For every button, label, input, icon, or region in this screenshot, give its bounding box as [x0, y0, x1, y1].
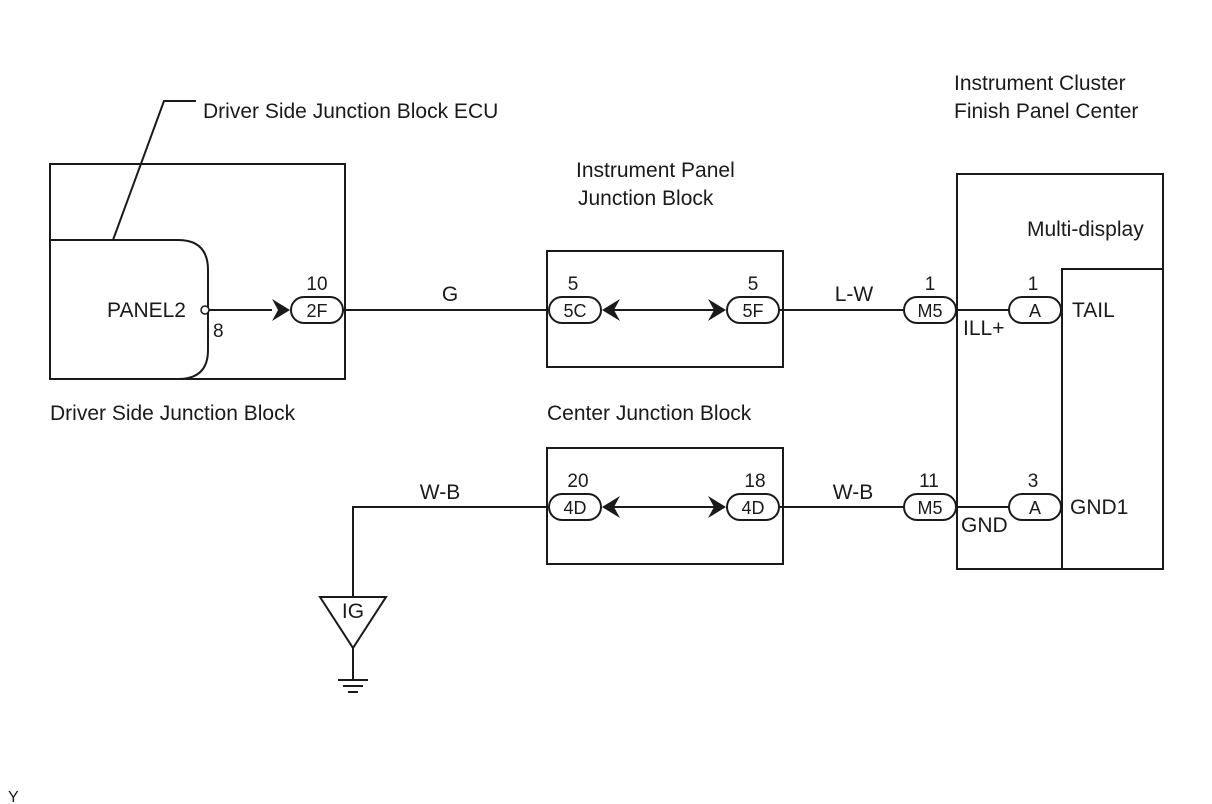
connector-a-top-code: A — [1029, 301, 1041, 321]
panel2-terminal-label: PANEL2 — [107, 299, 186, 322]
connector-a-bottom — [1008, 493, 1062, 521]
wire-wb-left — [352, 506, 549, 597]
ill-plus-label: ILL+ — [963, 317, 1004, 340]
connector-5f-code: 5F — [742, 301, 763, 321]
ecu-leader-line — [112, 100, 196, 241]
driver-jb-label: Driver Side Junction Block — [50, 402, 296, 425]
center-jb-label: Center Junction Block — [547, 402, 752, 425]
connector-arrow-icon — [708, 299, 726, 321]
ecu-label: Driver Side Junction Block ECU — [203, 100, 498, 123]
connector-arrow-icon — [602, 496, 620, 518]
panel2-pin-number: 8 — [213, 321, 224, 342]
connector-m5-bottom-pin: 11 — [919, 471, 939, 492]
wire-lw-label: L-W — [835, 283, 874, 306]
connector-5c — [548, 296, 602, 324]
cluster-label-line1: Instrument Cluster — [954, 72, 1126, 95]
connector-m5-top-pin: 1 — [925, 274, 936, 295]
connector-a-top — [1008, 296, 1062, 324]
tail-label: TAIL — [1072, 299, 1115, 322]
center-junction-block: Center Junction Block 4D 20 4D 18 — [546, 402, 784, 565]
connector-arrow-icon — [708, 496, 726, 518]
gnd1-label: GND1 — [1070, 496, 1128, 519]
ip-jb-label-line1: Instrument Panel — [576, 159, 735, 182]
connector-5c-code: 5C — [563, 301, 586, 321]
instrument-panel-junction-block: Instrument Panel Junction Block 5C 5 5F … — [546, 159, 784, 368]
ip-jb-label-line2: Junction Block — [578, 187, 714, 210]
driver-side-junction-block: Driver Side Junction Block ECU PANEL2 8 … — [49, 100, 498, 425]
connector-2f-code: 2F — [306, 301, 327, 321]
terminal-dot — [200, 305, 210, 315]
connector-4d-right-code: 4D — [741, 498, 764, 518]
wire-wb-right-label: W-B — [833, 481, 873, 504]
connector-a-bottom-code: A — [1029, 498, 1041, 518]
connector-4d-left-pin: 20 — [567, 471, 588, 492]
connector-m5-top-code: M5 — [917, 301, 942, 321]
connector-5c-pin: 5 — [568, 274, 579, 295]
cluster-label-line2: Finish Panel Center — [954, 100, 1138, 123]
connector-arrow-icon — [272, 299, 290, 321]
connector-2f-pin: 10 — [306, 274, 327, 295]
connector-arrow-icon — [602, 299, 620, 321]
connector-a-bottom-pin: 3 — [1028, 471, 1039, 492]
wire-wb-left-label: W-B — [420, 481, 460, 504]
connector-4d-left-code: 4D — [563, 498, 586, 518]
ig-label: IG — [342, 600, 364, 623]
connector-5f-pin: 5 — [748, 274, 759, 295]
connector-m5-bottom-code: M5 — [917, 498, 942, 518]
figure-code: Y — [8, 789, 19, 804]
multi-display-label: Multi-display — [1027, 218, 1144, 241]
connector-4d-right-pin: 18 — [744, 471, 765, 492]
instrument-cluster: Instrument Cluster Finish Panel Center M… — [903, 72, 1164, 570]
connector-a-top-pin: 1 — [1028, 274, 1039, 295]
gnd-label: GND — [961, 514, 1008, 537]
wire-g-label: G — [442, 283, 458, 306]
ground-symbol: IG — [318, 596, 388, 693]
